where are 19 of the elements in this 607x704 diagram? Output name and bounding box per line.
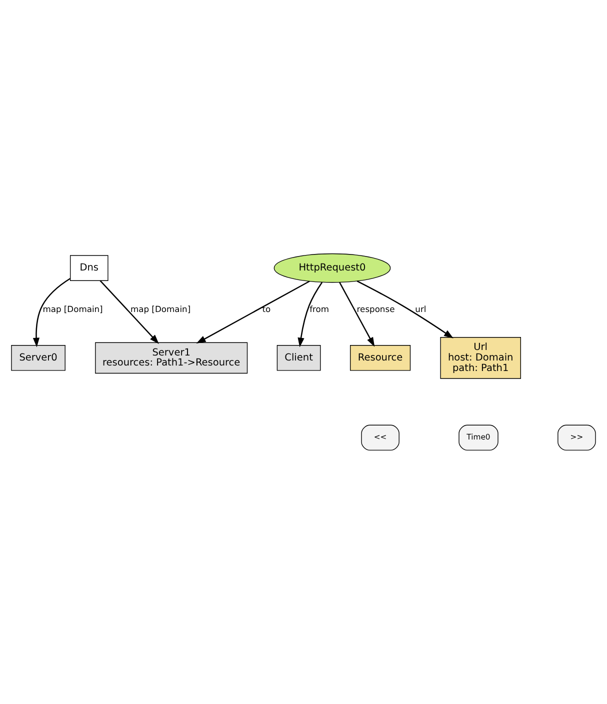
edge-label: response — [356, 304, 395, 314]
arrow — [196, 280, 310, 344]
edge-label: from — [310, 304, 330, 314]
node-box: Server0 — [11, 345, 66, 371]
edge-label: to — [262, 304, 271, 314]
node-box: Dns — [70, 255, 108, 281]
node-box: Resource — [350, 345, 411, 371]
node-box: Client — [276, 345, 321, 371]
edge-label: map [Domain] — [42, 304, 103, 314]
node-box: Server1 resources: Path1->Resource — [95, 342, 248, 374]
edge-label: map [Domain] — [130, 304, 191, 314]
node-box: Url host: Domain path: Path1 — [440, 337, 521, 379]
arrow — [298, 282, 323, 348]
arrow — [356, 280, 454, 338]
node-ellipse: HttpRequest0 — [274, 253, 391, 283]
arrow — [100, 280, 159, 344]
edge-label: url — [415, 304, 426, 314]
arrow — [32, 278, 71, 348]
arrow — [339, 282, 375, 347]
